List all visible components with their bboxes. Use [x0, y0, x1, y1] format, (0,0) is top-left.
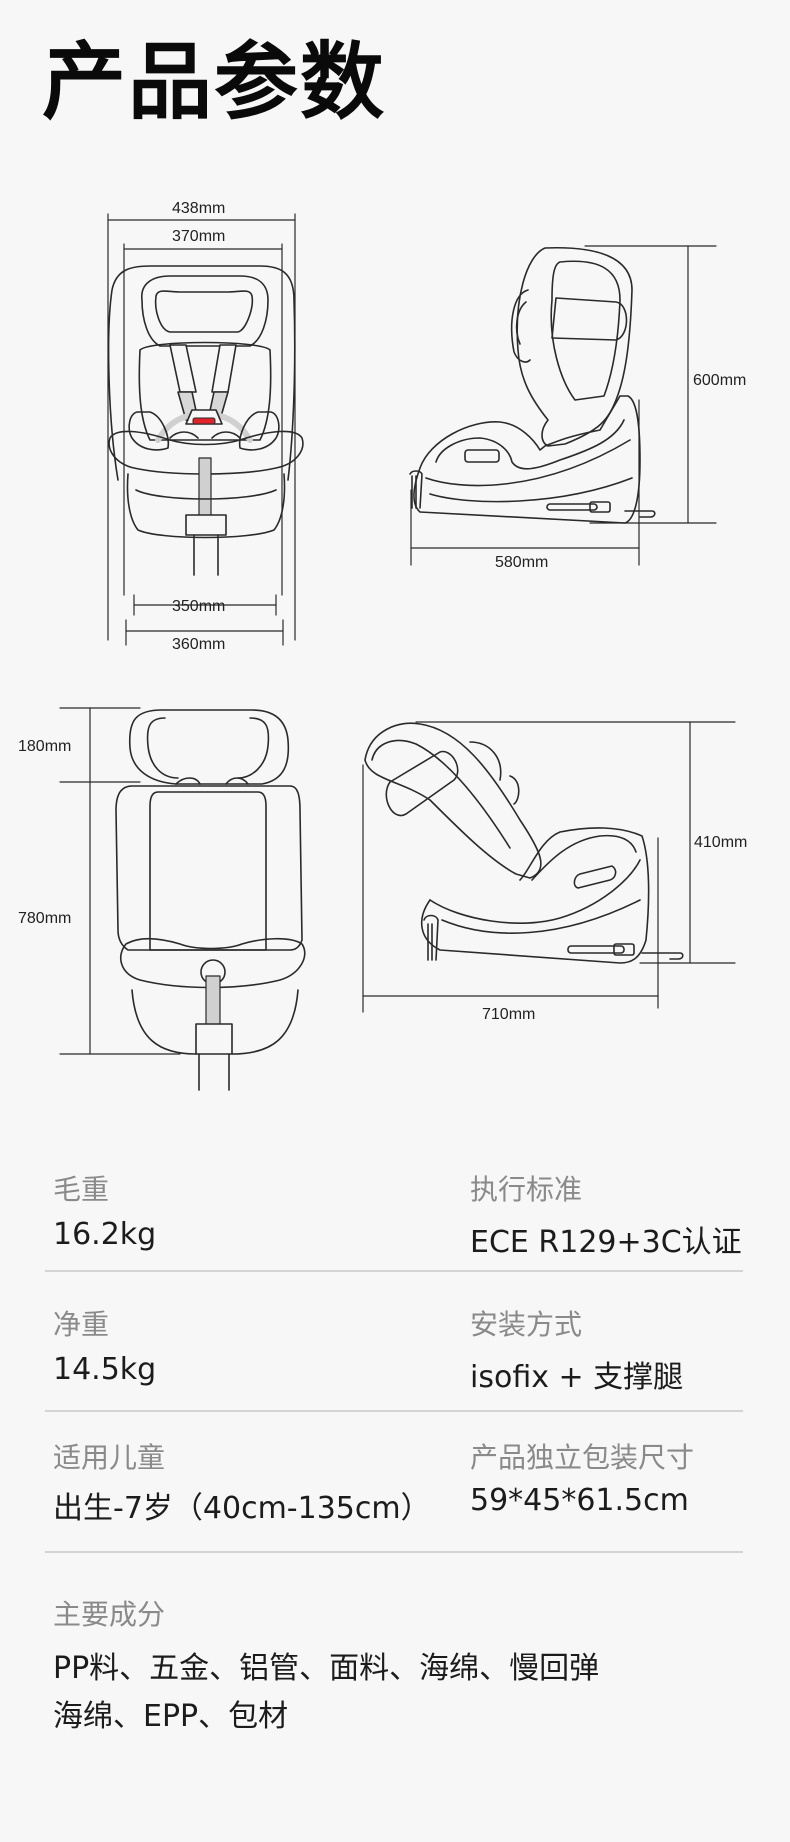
- spec-value: 出生-7岁（40cm-135cm）: [53, 1491, 431, 1526]
- product-dimension-drawings: [59, 213, 736, 1091]
- front-view-drawing: [107, 213, 304, 646]
- side-view-reclined-drawing: [362, 721, 736, 1013]
- dim-upright-height: 600mm: [693, 372, 747, 389]
- dim-base-outer: 360mm: [172, 636, 226, 653]
- materials-value: PP料、五金、铝管、面料、海绵、慢回弹海绵、EPP、包材: [53, 1651, 600, 1734]
- dim-width-outer: 438mm: [172, 200, 226, 217]
- back-view-drawing: [59, 707, 306, 1091]
- dim-width-inner: 370mm: [172, 228, 226, 245]
- spec-label: 适用儿童: [53, 1441, 166, 1474]
- divider: [45, 1410, 743, 1412]
- dim-headrest-height: 180mm: [18, 738, 72, 755]
- materials-label: 主要成分: [53, 1598, 166, 1631]
- dim-reclined-depth: 710mm: [482, 1006, 536, 1023]
- spec-label: 产品独立包装尺寸: [470, 1441, 695, 1474]
- spec-value: 14.5kg: [53, 1352, 157, 1387]
- spec-label: 净重: [53, 1308, 110, 1341]
- side-view-upright-drawing: [409, 245, 717, 566]
- spec-label: 安装方式: [470, 1308, 583, 1341]
- spec-value: 16.2kg: [53, 1217, 157, 1252]
- dim-base-inner: 350mm: [172, 598, 226, 615]
- dim-upright-depth: 580mm: [495, 554, 549, 571]
- spec-value: isofix + 支撑腿: [470, 1360, 684, 1395]
- spec-label: 执行标准: [470, 1173, 583, 1206]
- spec-value: 59*45*61.5cm: [470, 1483, 689, 1518]
- divider: [45, 1551, 743, 1553]
- divider: [45, 1270, 743, 1272]
- spec-value: ECE R129+3C认证: [470, 1225, 742, 1260]
- dim-total-height: 780mm: [18, 910, 72, 927]
- page-title: 产品参数: [42, 33, 387, 131]
- dim-reclined-height: 410mm: [694, 834, 748, 851]
- spec-label: 毛重: [53, 1173, 110, 1206]
